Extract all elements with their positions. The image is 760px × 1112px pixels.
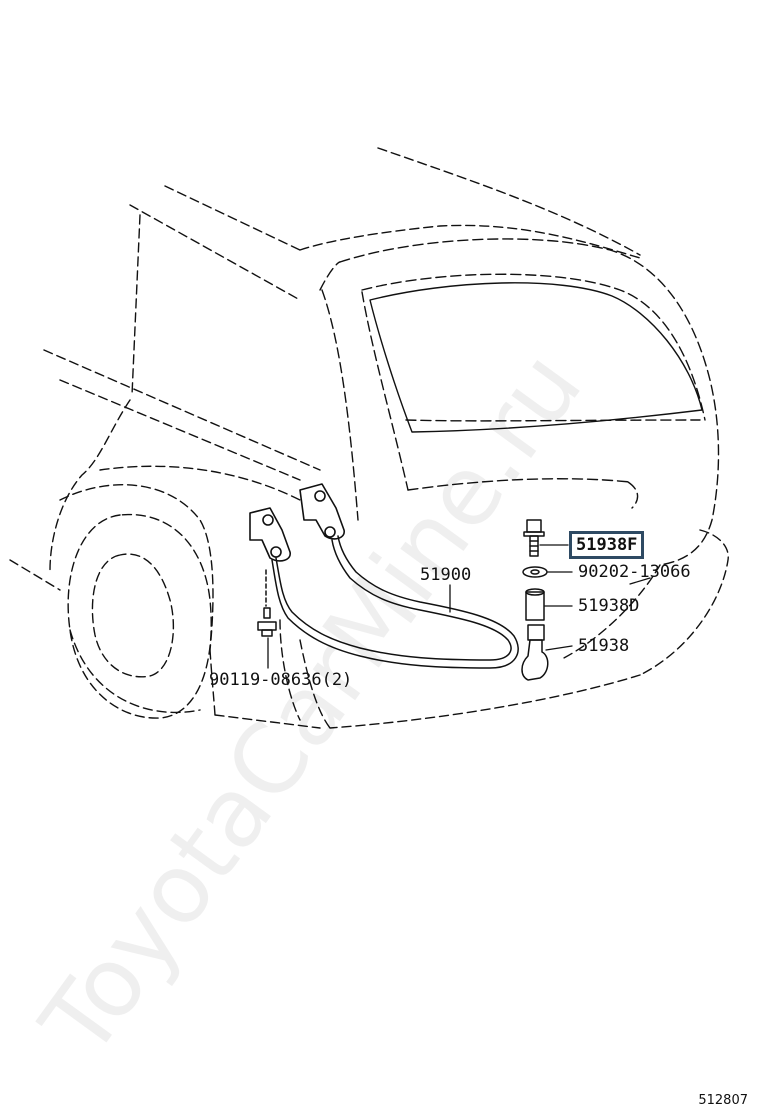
part-label-90202-13066[interactable]: 90202-13066	[578, 562, 691, 582]
leader-lines	[267, 544, 651, 669]
part-label-90119-08636[interactable]: 90119-08636(2)	[209, 670, 353, 690]
liftgate-outline	[319, 238, 720, 566]
collar-51938D	[525, 588, 545, 621]
part-label-51938D[interactable]: 51938D	[578, 596, 640, 616]
wheel	[67, 513, 212, 719]
stay-cable-51900	[271, 535, 519, 669]
rear-window	[369, 282, 703, 433]
hinge-bracket-right	[299, 483, 345, 540]
part-label-51938F[interactable]: 51938F	[569, 531, 645, 559]
part-label-51900[interactable]: 51900	[420, 565, 472, 585]
washer-90202-13066	[522, 566, 548, 578]
bolt-90119-08636	[257, 569, 277, 637]
diagram-id-label: 512807	[698, 1093, 748, 1108]
side-body-lines	[9, 399, 321, 729]
roof-lines	[43, 147, 641, 481]
part-label-51938[interactable]: 51938	[578, 636, 630, 656]
stopper-51938	[521, 624, 549, 681]
bumper-lines	[279, 529, 729, 729]
bolt-51938F	[523, 519, 545, 557]
hinge-bracket-left	[249, 507, 291, 562]
